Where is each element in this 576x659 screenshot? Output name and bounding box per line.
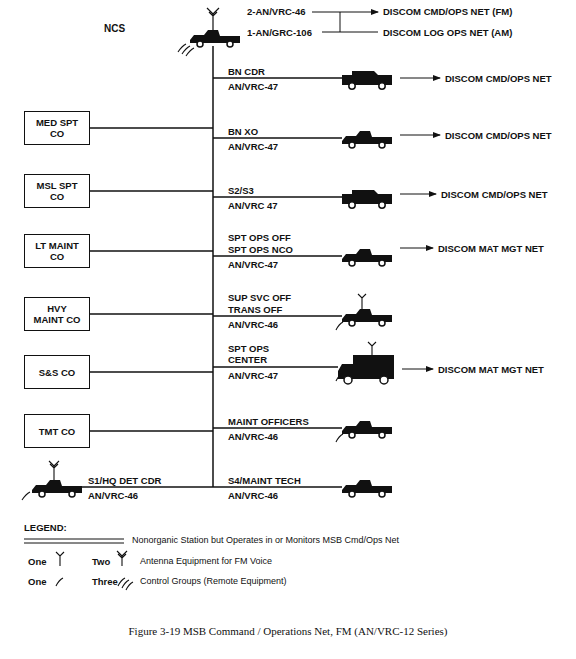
company-box: LT MAINT CO — [24, 234, 90, 268]
station-label: S2/S3 — [228, 185, 254, 196]
station-label: AN/VRC-46 — [228, 490, 278, 501]
station-label: AN/VRC-46 — [228, 319, 278, 330]
company-links — [90, 128, 213, 431]
net-arrow — [400, 248, 433, 249]
station-label: DISCOM MAT MGT NET — [438, 243, 544, 254]
net-arrow — [400, 194, 436, 195]
link-line — [90, 250, 213, 251]
station-label: AN/VRC-47 — [228, 81, 278, 92]
station-label: 2-AN/VRC-46 — [247, 6, 306, 17]
station-label: AN/VRC-47 — [228, 141, 278, 152]
station-label: DISCOM LOG OPS NET (AM) — [383, 27, 512, 38]
station-label: SUP SVC OFF — [228, 292, 291, 303]
box-label: TMT CO — [39, 426, 75, 437]
box-label: S&S CO — [39, 367, 75, 378]
company-box: MSL SPT CO — [24, 174, 90, 208]
pickup-vehicle — [342, 421, 392, 438]
net-arrow — [400, 78, 440, 79]
truck-vehicle — [338, 355, 394, 384]
station-label: DISCOM CMD/OPS NET (FM) — [383, 6, 512, 17]
station-label: NCS — [104, 23, 125, 34]
station-label: DISCOM CMD/OPS NET — [445, 130, 552, 141]
link-line — [90, 127, 213, 128]
station-line — [82, 486, 342, 487]
station-label: AN/VRC-46 — [88, 490, 138, 501]
bracket-line — [312, 12, 378, 32]
link-line — [90, 430, 213, 431]
legend-control-three — [118, 578, 133, 590]
link-line — [90, 190, 213, 191]
company-box: MED SPT CO — [24, 111, 90, 145]
legend-double-line — [24, 539, 124, 543]
legend-antenna-one — [56, 552, 64, 566]
station-label: Two — [92, 556, 110, 567]
company-box: S&S CO — [24, 355, 90, 389]
jeep-vehicle — [342, 71, 392, 89]
antenna-symbol — [207, 8, 219, 30]
net-arrows — [400, 78, 440, 369]
legend-text: Nonorganic Station but Operates in or Mo… — [132, 535, 399, 546]
station-label: One — [28, 576, 46, 587]
net-arrow — [400, 135, 440, 136]
station-line — [213, 77, 342, 78]
station-label: DISCOM CMD/OPS NET — [445, 73, 552, 84]
link-line — [90, 371, 213, 372]
station-label: SPT OPS CENTER — [228, 343, 272, 365]
figure-caption: Figure 3-19 MSB Command / Operations Net… — [0, 625, 576, 637]
s1-vehicle — [32, 480, 82, 497]
net-arrow — [402, 369, 433, 370]
station-line — [213, 196, 342, 197]
antenna-symbol — [358, 294, 366, 310]
station-label: SPT OPS NCO — [228, 244, 293, 255]
station-label: AN/VRC 47 — [228, 200, 278, 211]
control-group-symbol — [178, 44, 194, 56]
station-label: S4/MAINT TECH — [228, 475, 301, 486]
station-label: S1/HQ DET CDR — [88, 475, 161, 486]
station-label: BN XO — [228, 126, 258, 137]
station-label: DISCOM CMD/OPS NET — [441, 189, 548, 200]
legend-text: Antenna Equipment for FM Voice — [140, 556, 272, 567]
station-label: Three — [92, 576, 118, 587]
pickup-vehicle — [342, 249, 392, 266]
legend-control-one — [56, 578, 63, 586]
legend-antenna-two — [117, 551, 127, 566]
ncs-vehicle — [190, 30, 240, 47]
station-lines — [82, 78, 342, 487]
station-label: SPT OPS OFF — [228, 232, 291, 243]
station-label: AN/VRC-47 — [228, 259, 278, 270]
antenna-symbol — [49, 461, 59, 480]
station-label: AN/VRC-47 — [228, 370, 278, 381]
pickup-vehicle — [342, 131, 392, 148]
control-group-symbol — [22, 322, 343, 500]
station-label: One — [28, 556, 46, 567]
box-label: LT MAINT CO — [31, 240, 83, 262]
station-label: TRANS OFF — [228, 304, 282, 315]
box-label: MED SPT CO — [31, 117, 83, 139]
company-box: HVY MAINT CO — [24, 297, 90, 331]
station-label: LEGEND: — [24, 522, 67, 533]
trunk-line — [212, 46, 214, 487]
legend-text: Control Groups (Remote Equipment) — [140, 576, 287, 587]
box-label: MSL SPT CO — [31, 180, 83, 202]
pickup-vehicle — [342, 309, 392, 326]
link-line — [90, 313, 213, 314]
antenna-symbol — [368, 342, 376, 356]
station-label: AN/VRC-46 — [228, 431, 278, 442]
company-box: TMT CO — [24, 414, 90, 448]
pickup-vehicle — [342, 480, 392, 497]
station-label: 1-AN/GRC-106 — [247, 27, 312, 38]
net-arrow — [340, 12, 378, 13]
station-line — [213, 366, 338, 367]
station-line — [213, 255, 342, 256]
station-line — [213, 315, 342, 316]
station-label: BN CDR — [228, 66, 265, 77]
box-label: HVY MAINT CO — [31, 303, 83, 325]
jeep-vehicle — [342, 190, 392, 208]
station-line — [213, 137, 342, 138]
station-label: MAINT OFFICERS — [228, 416, 309, 427]
station-label: DISCOM MAT MGT NET — [438, 364, 544, 375]
station-line — [213, 427, 342, 428]
